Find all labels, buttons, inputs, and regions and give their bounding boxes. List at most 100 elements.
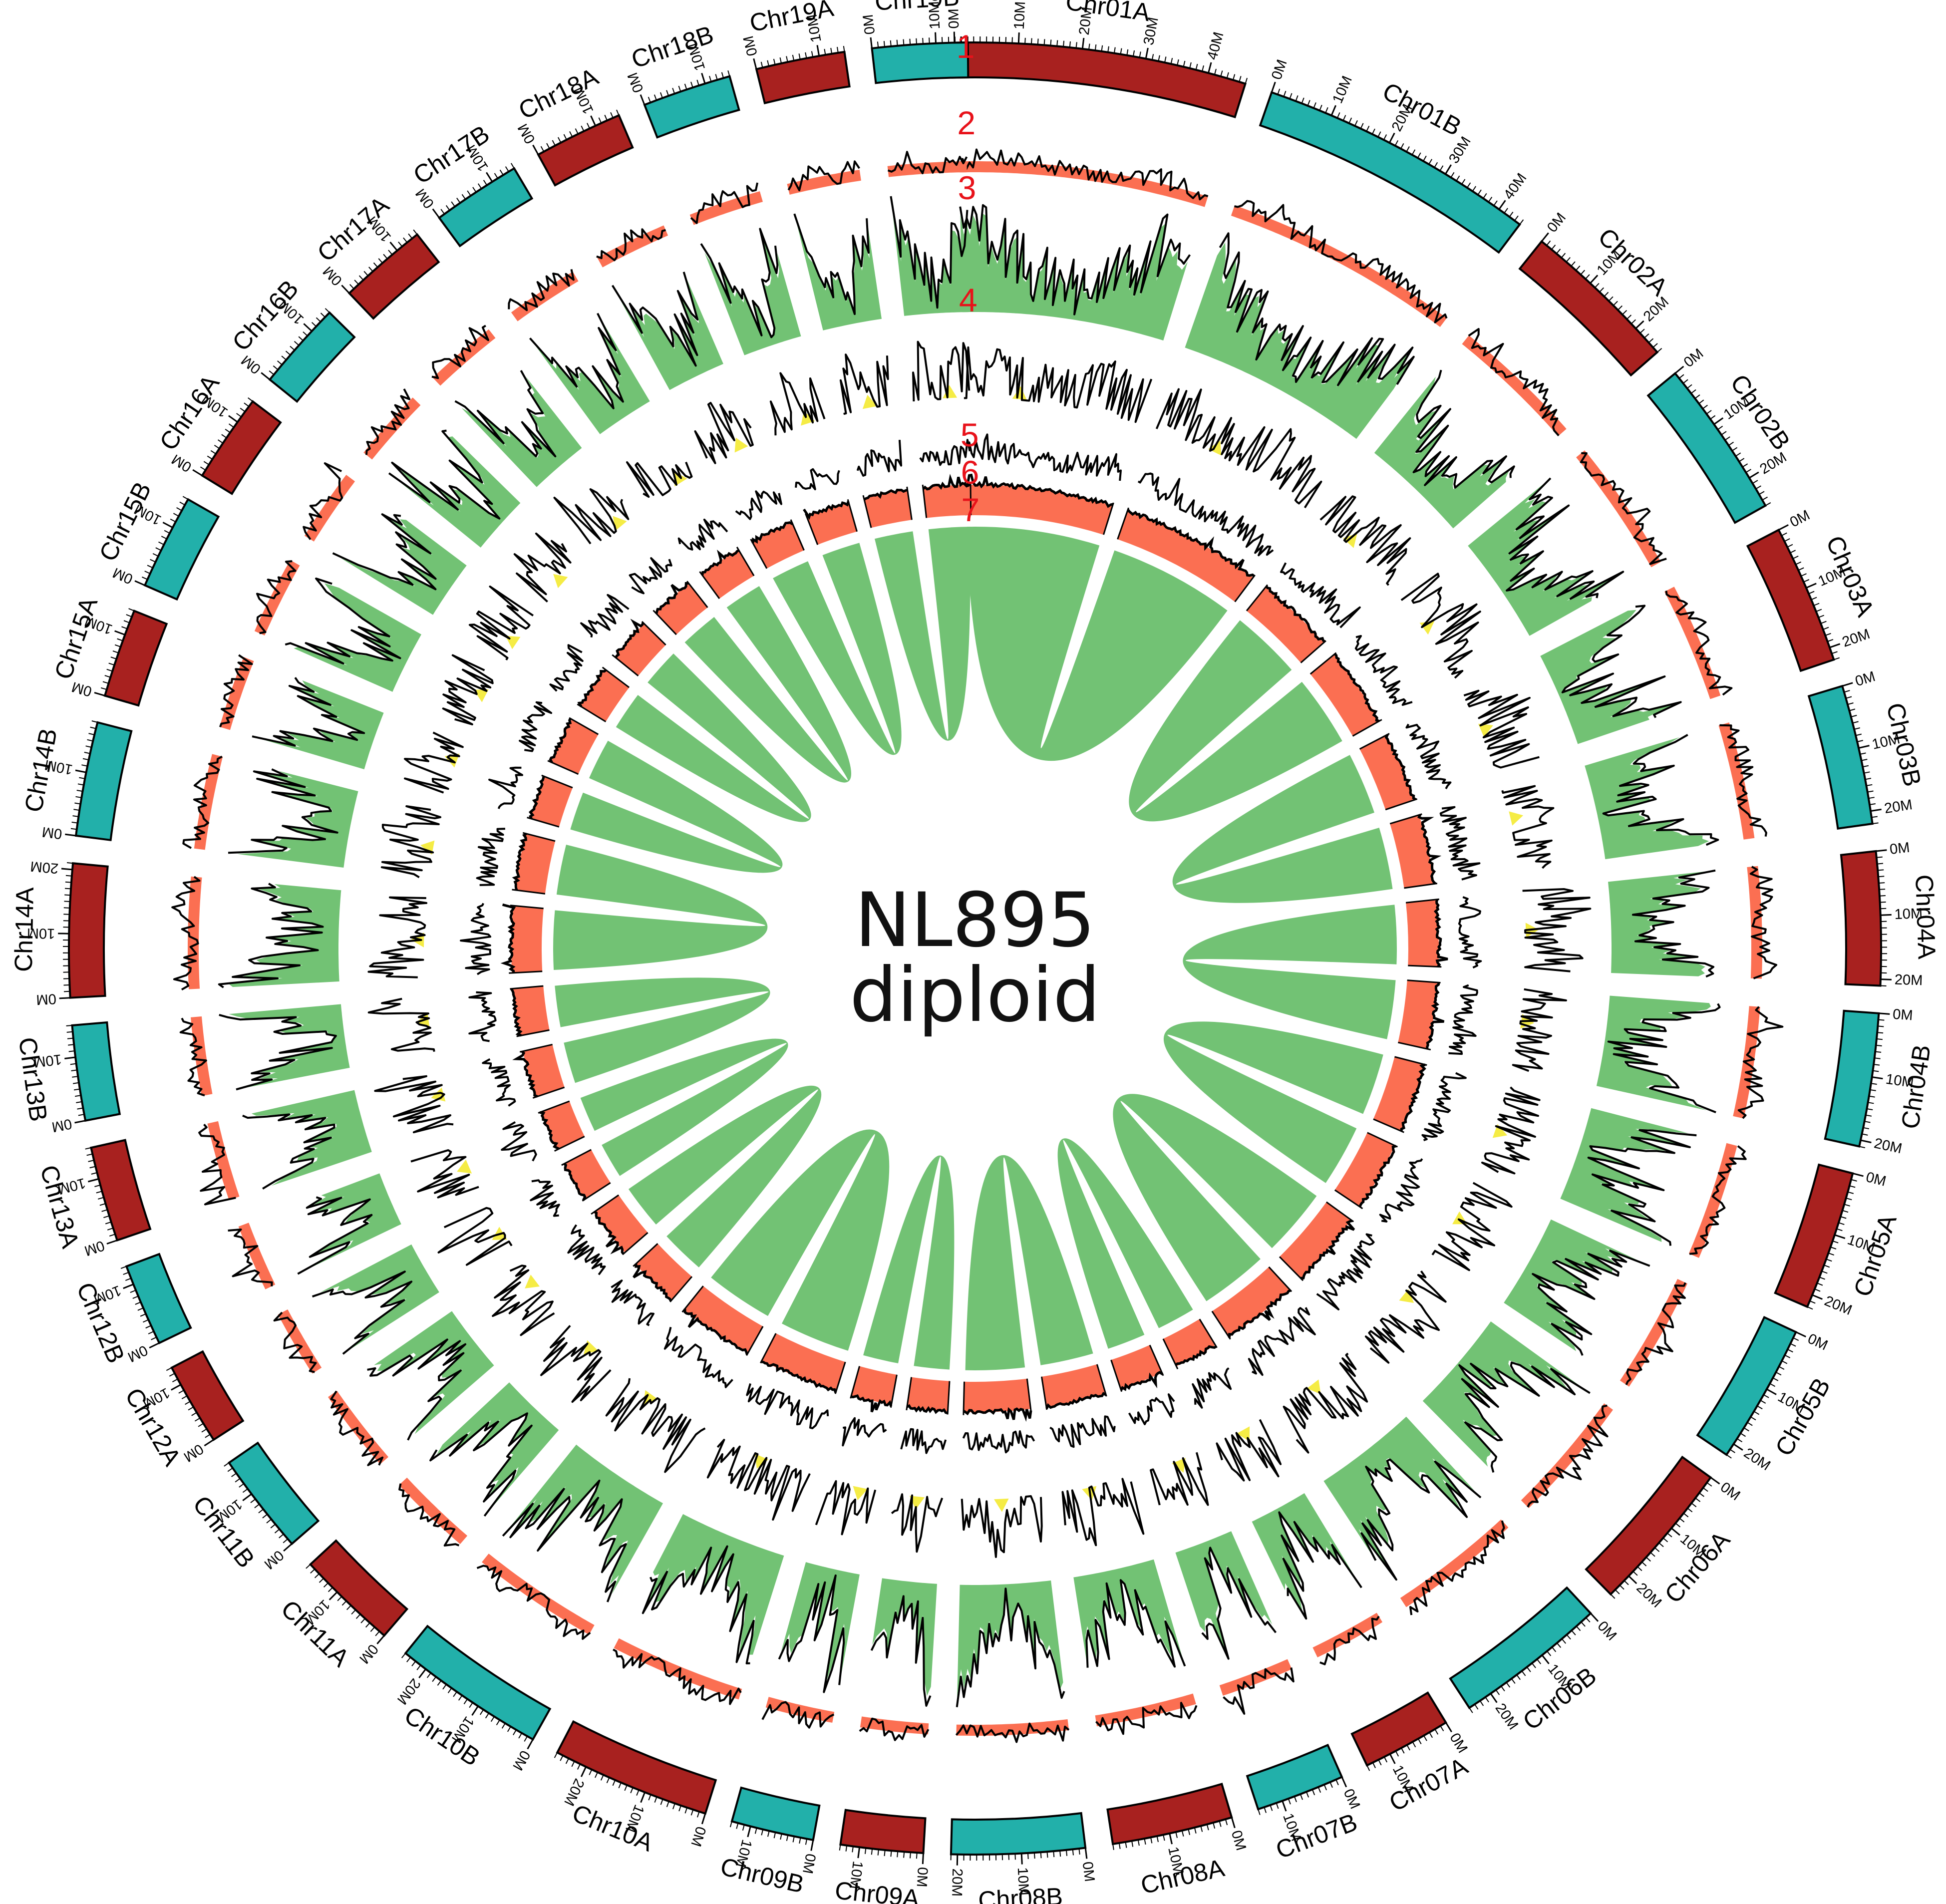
ideogram-chr10a — [556, 1720, 717, 1815]
ideogram-chr15a — [103, 609, 168, 707]
tick-label: 20M — [1883, 797, 1914, 817]
synteny-links — [553, 527, 1397, 1371]
tick-label: 0M — [1228, 1829, 1249, 1853]
ideogram-chr05a — [1774, 1163, 1854, 1308]
ideogram-chr01b — [1259, 91, 1522, 254]
coverage-track — [500, 473, 1448, 1422]
ideogram-chr13a — [90, 1139, 152, 1242]
track-number-5: 5 — [961, 416, 979, 453]
link-chr04a-chr04b — [1183, 905, 1397, 1039]
tick-label: 0M — [82, 1237, 106, 1259]
tick-label: 0M — [687, 1825, 709, 1849]
tick-label: 0M — [1269, 57, 1290, 82]
tick-label: 0M — [1340, 1787, 1363, 1812]
variant-density-track — [367, 340, 1592, 1558]
ideogram-chr11a — [309, 1539, 409, 1637]
tick-label: 20M — [1633, 1580, 1665, 1611]
ideogram-chr17b — [438, 167, 534, 248]
chr-label-chr09b: Chr09B — [718, 1852, 807, 1898]
chr-label-chr05b: Chr05B — [1770, 1373, 1836, 1461]
repeat-density-track — [218, 196, 1721, 1707]
ticks-chr09a: 0M 10M — [839, 1844, 931, 1890]
tick-label: 10M — [1011, 1, 1029, 30]
ideogram-chr03b — [1807, 684, 1874, 830]
ideogram-chr03a — [1746, 528, 1835, 672]
chr-label-chr15a: Chr15A — [49, 594, 103, 683]
tick-label: 0M — [946, 8, 962, 29]
ideogram-chr18b — [643, 75, 740, 139]
ideogram-chr06a — [1585, 1455, 1712, 1596]
link-chr10a-chr10b — [711, 1129, 890, 1351]
ideogram-chr09b — [730, 1786, 821, 1842]
ideogram-chr16b — [268, 311, 356, 403]
chr-label-chr18a: Chr18A — [514, 62, 603, 125]
tick-label: 10M — [1014, 1867, 1032, 1896]
tick-label: 0M — [1805, 1331, 1830, 1354]
chr-label-chr13a: Chr13A — [35, 1162, 85, 1252]
tick-label: 0M — [860, 13, 878, 35]
data-tracks — [171, 148, 1784, 1743]
chr-label-chr14a: Chr14A — [9, 887, 39, 972]
tick-label: 10M — [1329, 73, 1355, 105]
ideogram-chr19a — [755, 50, 851, 105]
track-numbers: 1 2 3 4 5 6 7 — [957, 28, 979, 528]
link-chr08a-chr08b — [965, 1155, 1093, 1371]
ideogram-chr18a — [537, 114, 634, 187]
tick-label: 0M — [1864, 1169, 1888, 1190]
tick-label: 0M — [1892, 1006, 1913, 1024]
link-chr02a-chr02b — [1129, 620, 1342, 822]
ideogram-chr02b — [1646, 372, 1767, 524]
chr-label-chr06a: Chr06A — [1659, 1526, 1735, 1608]
track-number-2: 2 — [957, 104, 975, 141]
tick-label: 0M — [1681, 345, 1706, 370]
link-chr13a-chr13b — [555, 977, 770, 1083]
tick-label: 0M — [261, 1547, 287, 1573]
tick-label: 10M — [846, 1860, 866, 1890]
center-label: NL895 diploid — [850, 877, 1100, 1039]
tick-label: 20M — [949, 1868, 965, 1897]
ideogram-chr16a — [201, 400, 282, 495]
tick-label: 10M — [27, 925, 55, 942]
track-number-6: 6 — [961, 454, 979, 491]
chr-label-chr04a: Chr04A — [1910, 874, 1941, 960]
tick-label: 0M — [1079, 1861, 1098, 1883]
ideogram-chr13b — [71, 1021, 121, 1122]
tick-label: 20M — [1741, 1445, 1773, 1474]
tick-label: 0M — [356, 1641, 381, 1666]
chr-label-chr11b: Chr11B — [187, 1491, 260, 1573]
indel-density-track — [460, 433, 1482, 1454]
tick-label: 20M — [1076, 6, 1095, 36]
link-chr14a-chr14b — [553, 845, 768, 970]
tick-label: 0M — [169, 451, 194, 475]
tick-label: 0M — [110, 564, 135, 587]
tick-label: 20M — [1822, 1293, 1854, 1318]
chr-label-chr10b: Chr10B — [399, 1701, 485, 1771]
tick-label: 0M — [1889, 840, 1911, 858]
ideogram-chr14a — [68, 862, 109, 999]
tick-label: 10M — [32, 1051, 62, 1070]
chr-label-chr01b: Chr01B — [1378, 77, 1466, 141]
tick-label: 0M — [36, 990, 57, 1007]
tick-label: 0M — [625, 70, 647, 95]
link-chr11a-chr11b — [629, 1085, 822, 1268]
tick-label: 0M — [50, 1115, 73, 1135]
link-chr17a-chr17b — [684, 586, 852, 783]
tick-label: 10M — [1885, 1071, 1915, 1091]
ticks-chr13b: 0M 10M — [32, 1025, 86, 1135]
track-number-4: 4 — [959, 282, 977, 318]
chr-label-chr09a: Chr09A — [834, 1876, 921, 1904]
tick-label: 0M — [1717, 1479, 1743, 1504]
ideogram-chr11b — [227, 1441, 320, 1546]
ideogram-chr02a — [1518, 240, 1659, 377]
tick-label: 0M — [914, 1867, 931, 1888]
link-chr01a-chr01b — [967, 527, 1228, 761]
track-number-7: 7 — [961, 491, 979, 528]
tick-label: 40M — [1204, 30, 1227, 62]
tick-label: 40M — [1501, 170, 1530, 203]
chr-label-chr04b: Chr04B — [1896, 1043, 1936, 1131]
